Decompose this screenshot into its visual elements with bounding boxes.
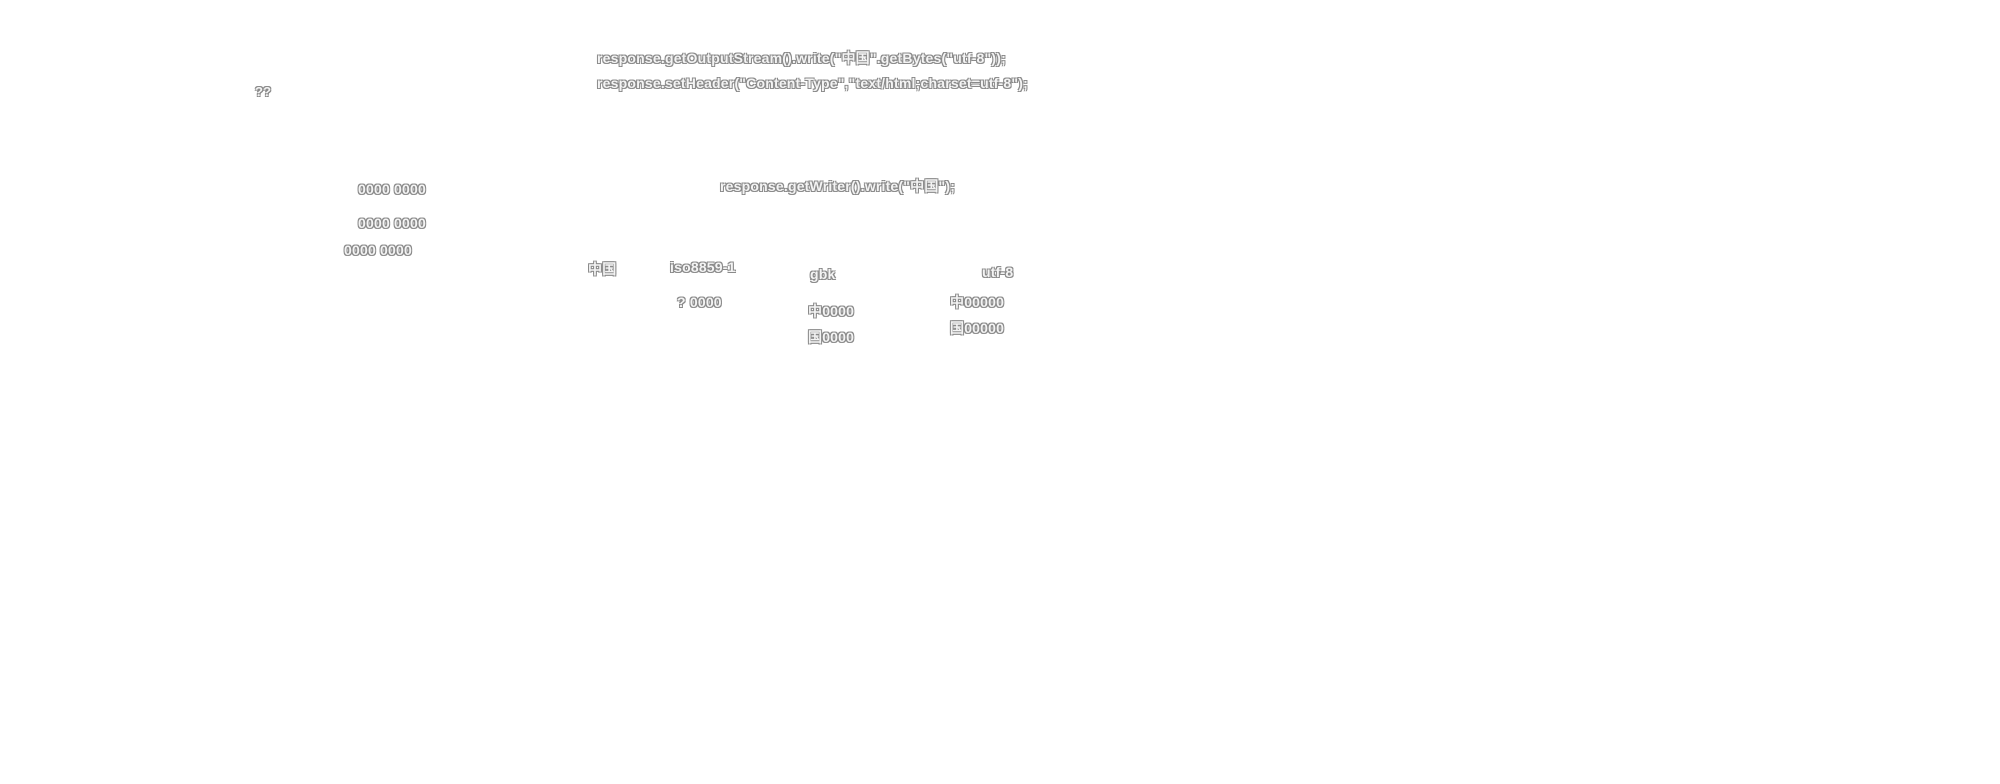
left-bytes-row-3: 0000 0000	[344, 242, 412, 258]
encoding-gbk-row-1: 中0000	[808, 303, 855, 319]
encoding-gbk-row-2: 国0000	[808, 329, 855, 345]
left-bytes-row-2: 0000 0000	[358, 215, 426, 231]
encoding-iso-result: ? 0000	[677, 294, 722, 310]
code-line-writer: response.getWriter().write("中国");	[720, 178, 956, 194]
code-line-output-stream: response.getOutputStream().write("中国".ge…	[597, 50, 1006, 66]
encoding-utf8-row-2: 国00000	[950, 320, 1005, 336]
encoding-iso-label: iso8859-1	[670, 259, 736, 275]
encoding-utf8-label: utf-8	[982, 264, 1014, 280]
unknown-chars-marker: ??	[255, 84, 272, 99]
left-bytes-row-1: 0000 0000	[358, 181, 426, 197]
code-line-set-header: response.setHeader("Content-Type","text/…	[597, 75, 1028, 91]
source-text-label: 中国	[588, 261, 617, 277]
encoding-gbk-label: gbk	[810, 266, 836, 282]
encoding-utf8-row-1: 中00000	[950, 294, 1005, 310]
